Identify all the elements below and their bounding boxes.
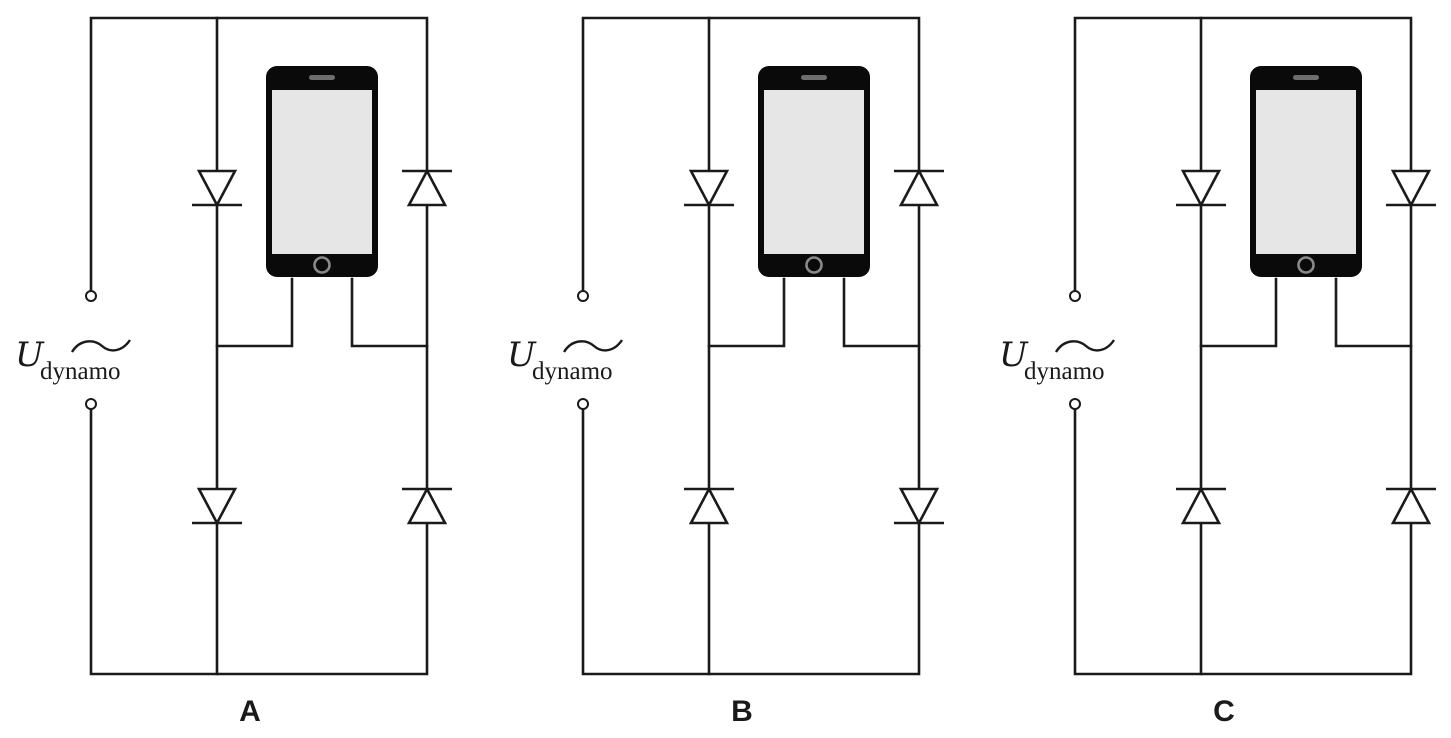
panel-b: B U dynamo	[507, 16, 944, 728]
ac-tilde	[562, 339, 623, 353]
phone-speaker	[1293, 75, 1319, 80]
voltage-symbol: U	[999, 335, 1029, 375]
panel-label-c: C	[1213, 695, 1235, 728]
diode-top-left	[684, 169, 734, 208]
diode-top-left	[192, 169, 242, 208]
voltage-subscript: dynamo	[1024, 358, 1105, 385]
diode-bottom-right	[1386, 486, 1436, 525]
panel-a: A U dynamo	[15, 16, 452, 728]
phone-screen	[1256, 90, 1356, 254]
phone-lead-left	[1199, 277, 1278, 348]
wires	[89, 16, 429, 676]
phone-screen	[272, 90, 372, 254]
phone-icon	[1250, 66, 1362, 277]
phone-speaker	[801, 75, 827, 80]
phone-lead-right	[350, 277, 429, 348]
phone-home-button	[1297, 256, 1315, 274]
diode-bottom-right	[402, 486, 452, 525]
phone-home-button	[313, 256, 331, 274]
wires	[581, 16, 921, 676]
voltage-subscript: dynamo	[532, 358, 613, 385]
voltage-symbol: U	[15, 335, 45, 375]
diode-triangle	[1180, 486, 1222, 525]
terminal-top	[577, 290, 589, 302]
diode-top-right	[894, 168, 944, 207]
terminal-bottom	[1069, 398, 1081, 410]
diode-bottom-left	[1176, 486, 1226, 525]
diode-triangle	[406, 168, 448, 207]
diode-bottom-left	[192, 487, 242, 526]
voltage-label: U dynamo	[15, 335, 121, 385]
voltage-symbol: U	[507, 335, 537, 375]
phone-lead-right	[1334, 277, 1413, 348]
panel-label-b: B	[731, 695, 753, 728]
diode-bottom-left	[684, 486, 734, 525]
diode-triangle	[688, 486, 730, 525]
diode-triangle	[406, 486, 448, 525]
diode-triangle	[898, 168, 940, 207]
diode-triangle	[1390, 486, 1432, 525]
diode-triangle	[898, 487, 940, 526]
phone-icon	[266, 66, 378, 277]
diode-triangle	[1180, 169, 1222, 208]
terminal-bottom	[577, 398, 589, 410]
diode-top-left	[1176, 169, 1226, 208]
voltage-label: U dynamo	[507, 335, 613, 385]
diode-top-right	[402, 168, 452, 207]
diode-triangle	[1390, 169, 1432, 208]
phone-speaker	[309, 75, 335, 80]
panel-c: C U dynamo	[999, 16, 1436, 728]
voltage-label: U dynamo	[999, 335, 1105, 385]
panel-label-a: A	[239, 695, 261, 728]
ac-tilde	[1054, 339, 1115, 353]
ac-tilde	[70, 339, 131, 353]
phone-lead-right	[842, 277, 921, 348]
wires	[1073, 16, 1413, 676]
terminal-bottom	[85, 398, 97, 410]
diode-triangle	[196, 487, 238, 526]
diode-triangle	[688, 169, 730, 208]
phone-home-button	[805, 256, 823, 274]
diode-bottom-right	[894, 487, 944, 526]
phone-screen	[764, 90, 864, 254]
terminal-top	[1069, 290, 1081, 302]
phone-lead-left	[707, 277, 786, 348]
voltage-subscript: dynamo	[40, 358, 121, 385]
terminal-top	[85, 290, 97, 302]
diode-top-right	[1386, 169, 1436, 208]
phone-lead-left	[215, 277, 294, 348]
phone-icon	[758, 66, 870, 277]
diode-triangle	[196, 169, 238, 208]
